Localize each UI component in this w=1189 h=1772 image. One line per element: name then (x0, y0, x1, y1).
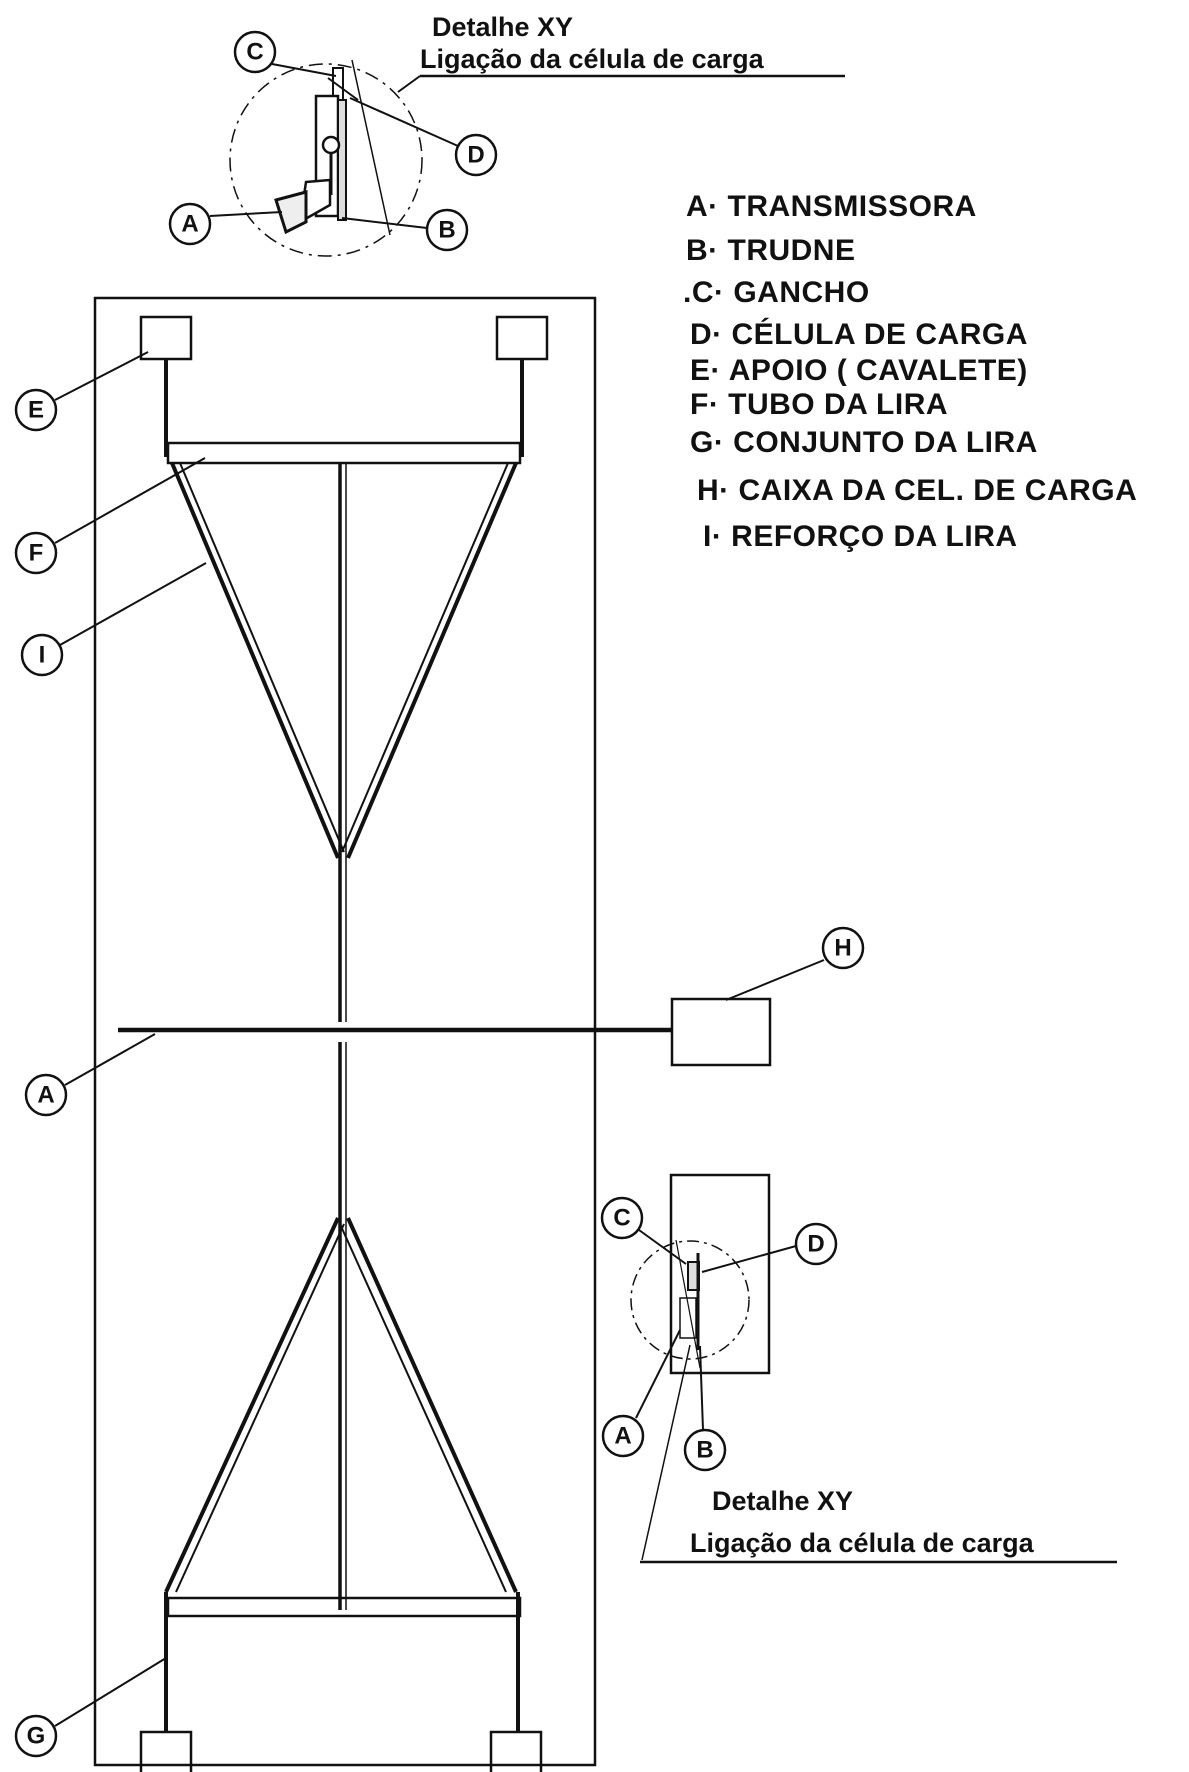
detail-bottom-callout-c: C (600, 1196, 687, 1265)
legend-item-d: D· CÉLULA DE CARGA (690, 317, 1028, 351)
detail-bottom-load-cell-sketch (675, 1239, 701, 1369)
lira-reinforcement-bottom (164, 1217, 518, 1593)
callout-f: F (14, 457, 206, 575)
detail-bottom: C D A B Detalhe XY Ligação da célula de … (600, 1173, 1117, 1564)
support-bottom-left (139, 1730, 193, 1772)
load-cell-box (670, 997, 772, 1067)
detail-top: Detalhe XY Ligação da célula de carga C … (168, 12, 845, 257)
legend-item-b: B· TRUDNE (686, 234, 856, 267)
svg-text:E: E (28, 397, 44, 424)
legend-item-i: I· REFORÇO DA LIRA (703, 520, 1018, 553)
svg-text:G: G (27, 1723, 46, 1750)
callout-e: E (14, 351, 149, 432)
detail-top-callout-c: C (233, 30, 337, 77)
legend-item-f: F· TUBO DA LIRA (690, 388, 948, 421)
callout-a: A (24, 1033, 156, 1117)
detail-bottom-subtitle: Ligação da célula de carga (690, 1528, 1035, 1558)
detail-top-title: Detalhe XY (432, 12, 573, 42)
legend-item-a: A· TRANSMISSORA (686, 190, 977, 223)
callout-i: I (20, 562, 207, 677)
detail-top-load-cell-sketch (274, 59, 391, 236)
lira-tube-top (166, 441, 522, 465)
support-top-right (495, 315, 549, 361)
lira-tube-bottom (166, 1596, 522, 1618)
legend-item-e: E· APOIO ( CAVALETE) (690, 354, 1028, 387)
svg-text:F: F (29, 540, 44, 567)
callout-g: G (14, 1657, 167, 1758)
detail-bottom-callout-d: D (701, 1222, 838, 1273)
detail-top-callout-d: D (349, 97, 498, 177)
detail-top-callout-b: B (341, 208, 469, 252)
detail-top-circle (229, 63, 423, 257)
detail-bottom-callout-b: B (683, 1345, 727, 1472)
support-bottom-right (489, 1730, 543, 1772)
detail-bottom-circle (630, 1240, 750, 1360)
svg-text:A: A (181, 211, 198, 238)
legend: A· TRANSMISSORA B· TRUDNE .C· GANCHO D· … (683, 190, 1137, 553)
support-top-left (139, 315, 193, 361)
callout-h: H (725, 926, 865, 1001)
legend-item-c: .C· GANCHO (683, 276, 870, 309)
detail-bottom-callout-a: A (601, 1329, 681, 1458)
lira-reinforcement-top (170, 462, 518, 859)
svg-text:D: D (467, 142, 484, 169)
detail-top-subtitle: Ligação da célula de carga (420, 44, 765, 74)
detail-bottom-box (669, 1173, 771, 1375)
svg-text:B: B (438, 217, 455, 244)
detail-top-leader (397, 75, 421, 93)
svg-text:A: A (37, 1082, 54, 1109)
detail-top-callout-a: A (168, 202, 283, 246)
svg-text:C: C (246, 39, 263, 66)
detail-bottom-title: Detalhe XY (712, 1486, 853, 1516)
legend-item-g: G· CONJUNTO DA LIRA (690, 426, 1038, 459)
svg-text:A: A (614, 1423, 631, 1450)
svg-text:C: C (613, 1205, 630, 1232)
svg-text:H: H (834, 935, 851, 962)
svg-text:I: I (39, 642, 46, 669)
svg-text:B: B (696, 1437, 713, 1464)
detail-bottom-leader (641, 1344, 691, 1561)
legend-item-h: H· CAIXA DA CEL. DE CARGA (697, 474, 1137, 507)
svg-text:D: D (807, 1231, 824, 1258)
